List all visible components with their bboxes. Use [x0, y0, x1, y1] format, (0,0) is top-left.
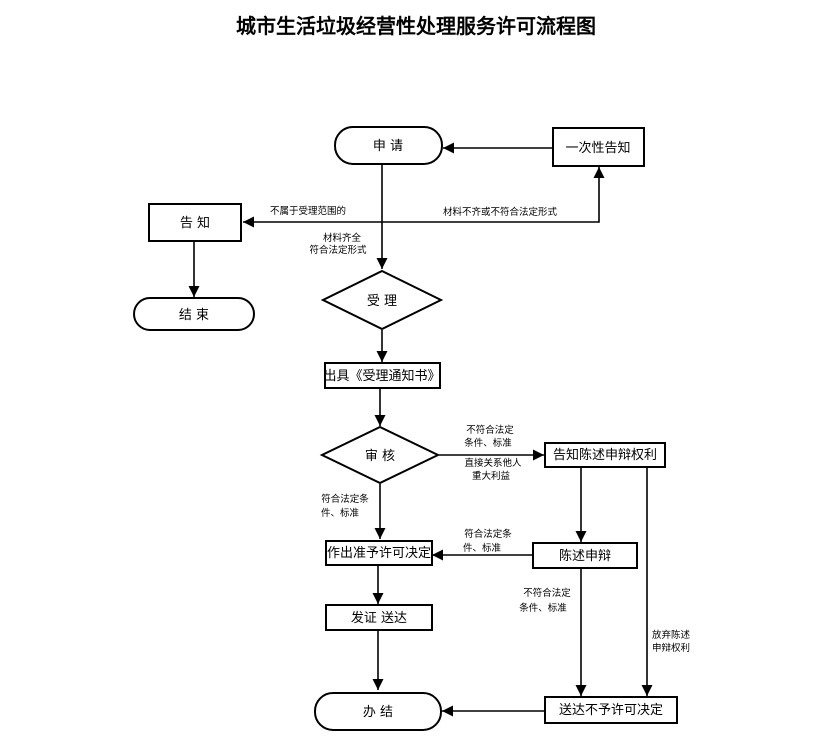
node-deny-notice-label: 送达不予许可决定: [559, 703, 663, 718]
label-direct-2: 重大利益: [472, 470, 511, 482]
label-not-meet-1: 不符合法定: [466, 424, 514, 436]
node-approve-decision-label: 作出准予许可决定: [327, 546, 431, 561]
label-meet-2: 件、标准: [321, 507, 360, 519]
node-accept: [320, 269, 444, 331]
label-incomplete: 材料不齐或不符合法定形式: [443, 206, 558, 218]
node-notify-defense-label: 告知陈述申辩权利: [553, 447, 657, 463]
node-apply: [334, 126, 443, 165]
node-issue-license-label: 发证 送达: [351, 610, 407, 626]
label-not-meet-b-2: 条件、标准: [519, 602, 567, 614]
node-issue-notice-label: 出具《受理通知书》: [323, 368, 440, 384]
node-inform: [148, 203, 242, 242]
node-accept-label: 受 理: [367, 294, 397, 309]
node-end: [133, 297, 255, 331]
node-notify-once: [552, 127, 645, 167]
node-review-label: 审 核: [365, 449, 395, 464]
node-defense: [532, 542, 638, 569]
node-approve-decision: [325, 540, 433, 566]
node-inform-label: 告 知: [180, 215, 210, 231]
label-waive-2: 申辩权利: [652, 642, 690, 654]
label-complete-1: 材料齐全: [323, 232, 362, 244]
node-deny-notice: [544, 696, 678, 724]
label-meet-b-1: 符合法定条: [464, 528, 512, 540]
node-review: [319, 425, 441, 485]
node-issue-license: [325, 604, 433, 631]
edge-apply-notifyonce: [382, 167, 605, 223]
label-direct-1: 直接关系他人: [464, 457, 522, 469]
label-meet-b-2: 件、标准: [463, 542, 502, 554]
diagram-title: 城市生活垃圾经营性处理服务许可流程图: [236, 14, 596, 38]
label-out-of-scope: 不属于受理范围的: [270, 205, 346, 217]
node-notify-once-label: 一次性告知: [565, 140, 630, 156]
node-end-label: 结 束: [179, 308, 209, 323]
label-complete-2: 符合法定形式: [309, 244, 367, 256]
node-apply-label: 申 请: [373, 139, 403, 154]
label-not-meet-2: 条件、标准: [464, 437, 512, 449]
label-meet-1: 符合法定条: [321, 493, 369, 505]
node-issue-notice: [324, 362, 441, 389]
label-waive-1: 放弃陈述: [652, 629, 691, 641]
label-not-meet-b-1: 不符合法定: [523, 587, 571, 599]
node-notify-defense: [544, 442, 666, 468]
node-complete: [314, 692, 442, 731]
node-defense-label: 陈述申辩: [559, 548, 611, 564]
node-complete-label: 办 结: [363, 705, 393, 720]
